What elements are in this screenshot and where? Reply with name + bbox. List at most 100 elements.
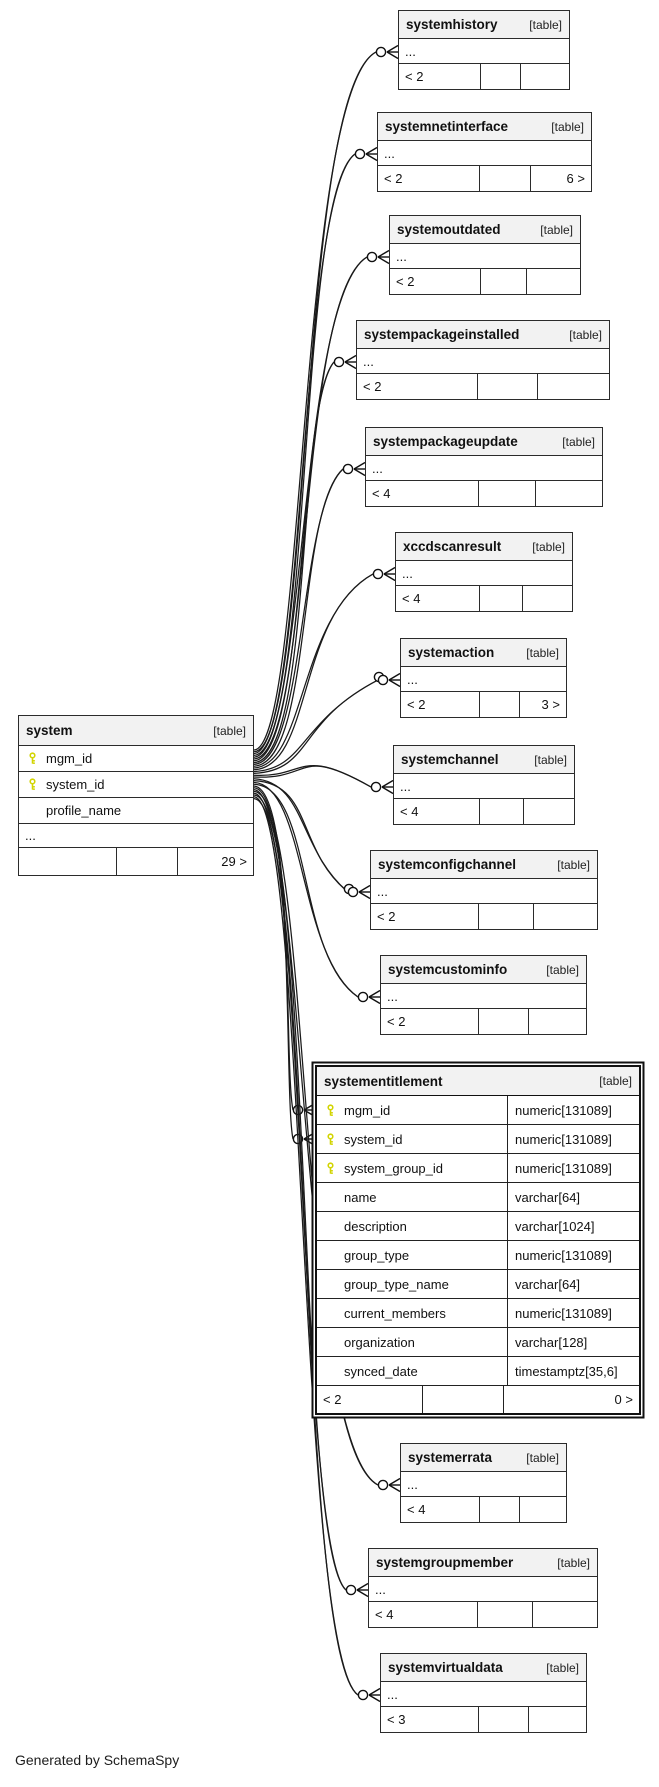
footer-parents-count: < 2	[381, 1009, 480, 1034]
table-name: systemchannel	[401, 752, 499, 767]
table-name: systempackageupdate	[373, 434, 518, 449]
table-systempackageupdate[interactable]: systempackageupdate[table] ... < 4	[365, 427, 603, 507]
footer-children-count	[520, 1497, 566, 1522]
footer-middle	[481, 269, 527, 294]
column-type: numeric[131089]	[515, 1131, 612, 1147]
footer-parents-count: < 3	[381, 1707, 480, 1732]
columns-ellipsis: ...	[396, 561, 572, 586]
table-type-tag: [table]	[526, 1450, 559, 1465]
columns-ellipsis: ...	[366, 456, 602, 481]
footer-children-count	[534, 904, 597, 929]
table-header: systemcustominfo[table]	[381, 956, 586, 984]
column-type: timestamptz[35,6]	[515, 1363, 618, 1379]
column-name[interactable]: name varchar[64]	[317, 1183, 639, 1212]
column-type: numeric[131089]	[515, 1102, 612, 1118]
table-systemvirtualdata[interactable]: systemvirtualdata[table] ... < 3	[380, 1653, 587, 1733]
primary-key-icon	[325, 1161, 337, 1175]
column-name: profile_name	[46, 803, 122, 818]
table-systemconfigchannel[interactable]: systemconfigchannel[table] ... < 2	[370, 850, 598, 930]
table-systemoutdated[interactable]: systemoutdated[table] ... < 2	[389, 215, 581, 295]
table-systementitlement[interactable]: systementitlement [table] mgm_id numeric…	[315, 1065, 641, 1415]
table-systemchannel[interactable]: systemchannel[table] ... < 4	[393, 745, 575, 825]
column-synced-date[interactable]: synced_date timestamptz[35,6]	[317, 1357, 639, 1386]
footer-children-count	[533, 1602, 597, 1627]
table-systempackageinstalled[interactable]: systempackageinstalled [table] ... < 2	[356, 320, 610, 400]
table-systemhistory[interactable]: systemhistory[table] ... < 2	[398, 10, 570, 90]
footer-parents-count: < 2	[401, 692, 481, 717]
table-type-tag: [table]	[557, 857, 590, 872]
footer-children-count	[538, 374, 609, 399]
footer-parents-count: < 4	[369, 1602, 479, 1627]
table-header: systementitlement [table]	[317, 1067, 639, 1096]
table-footer: < 3	[381, 1707, 586, 1732]
table-footer: < 2	[399, 64, 569, 89]
column-name: mgm_id	[46, 751, 93, 766]
table-name: systempackageinstalled	[364, 327, 520, 342]
footer-parents-count: < 2	[357, 374, 478, 399]
table-footer: < 4	[394, 799, 574, 824]
footer-middle	[478, 374, 539, 399]
columns-ellipsis: ...	[381, 1682, 586, 1707]
footer-parents-count: < 2	[371, 904, 480, 929]
table-type-tag: [table]	[540, 222, 573, 237]
table-name: systemoutdated	[397, 222, 501, 237]
footer-children-count	[524, 799, 574, 824]
primary-key-icon	[27, 752, 39, 765]
table-type-tag: [table]	[551, 119, 584, 134]
footer-parents-count: < 2	[399, 64, 481, 89]
footer-parents-count: < 2	[317, 1386, 424, 1413]
column-type: varchar[1024]	[515, 1218, 595, 1234]
table-systemcustominfo[interactable]: systemcustominfo[table] ... < 2	[380, 955, 587, 1035]
column-mgm-id[interactable]: mgm_id numeric[131089]	[317, 1096, 639, 1125]
table-name: systementitlement	[324, 1073, 443, 1089]
table-name: systemaction	[408, 645, 495, 660]
table-xccdscanresult[interactable]: xccdscanresult[table] ... < 4	[395, 532, 573, 612]
columns-ellipsis: ...	[394, 774, 574, 799]
columns-ellipsis: ...	[369, 1577, 597, 1602]
table-type-tag: [table]	[569, 327, 602, 342]
column-profile-name[interactable]: profile_name	[19, 798, 253, 824]
generated-by-note: Generated by SchemaSpy	[15, 1752, 180, 1768]
column-description[interactable]: description varchar[1024]	[317, 1212, 639, 1241]
table-header: system [table]	[19, 716, 253, 746]
table-header: systempackageupdate[table]	[366, 428, 602, 456]
footer-children-count	[527, 269, 580, 294]
column-system-id[interactable]: system_id	[19, 772, 253, 798]
footer-middle	[479, 904, 534, 929]
columns-ellipsis: ...	[401, 1472, 566, 1497]
column-name: mgm_id	[344, 1102, 391, 1118]
footer-children-count: 3 >	[541, 697, 560, 712]
table-name: systemhistory	[406, 17, 498, 32]
footer-children-count: 29 >	[221, 854, 247, 869]
table-type-tag: [table]	[557, 1555, 590, 1570]
column-group-type-name[interactable]: group_type_name varchar[64]	[317, 1270, 639, 1299]
table-system[interactable]: system [table] mgm_id system_id profile_…	[18, 715, 254, 876]
column-current-members[interactable]: current_members numeric[131089]	[317, 1299, 639, 1328]
column-system-id[interactable]: system_id numeric[131089]	[317, 1125, 639, 1154]
table-footer: < 2 0 >	[317, 1386, 639, 1413]
table-systemerrata[interactable]: systemerrata[table] ... < 4	[400, 1443, 567, 1523]
table-header: systemhistory[table]	[399, 11, 569, 39]
column-organization[interactable]: organization varchar[128]	[317, 1328, 639, 1357]
table-header: systemoutdated [table]	[390, 216, 580, 244]
columns-ellipsis: ...	[357, 349, 609, 374]
column-system-group-id[interactable]: system_group_id numeric[131089]	[317, 1154, 639, 1183]
column-group-type[interactable]: group_type numeric[131089]	[317, 1241, 639, 1270]
primary-key-icon	[325, 1103, 337, 1117]
column-mgm-id[interactable]: mgm_id	[19, 746, 253, 772]
footer-parents-count: < 4	[396, 586, 481, 611]
table-type-tag: [table]	[599, 1074, 632, 1088]
footer-middle	[478, 1602, 534, 1627]
column-name: system_id	[344, 1131, 403, 1147]
columns-ellipsis: ...	[381, 984, 586, 1009]
table-footer: < 4	[401, 1497, 566, 1522]
footer-middle	[117, 848, 179, 875]
column-type: varchar[64]	[515, 1189, 581, 1205]
table-systemgroupmember[interactable]: systemgroupmember[table] ... < 4	[368, 1548, 598, 1628]
column-name: system_group_id	[344, 1160, 443, 1176]
table-name: system	[26, 723, 73, 738]
footer-middle	[479, 1707, 529, 1732]
footer-children-count	[529, 1707, 586, 1732]
